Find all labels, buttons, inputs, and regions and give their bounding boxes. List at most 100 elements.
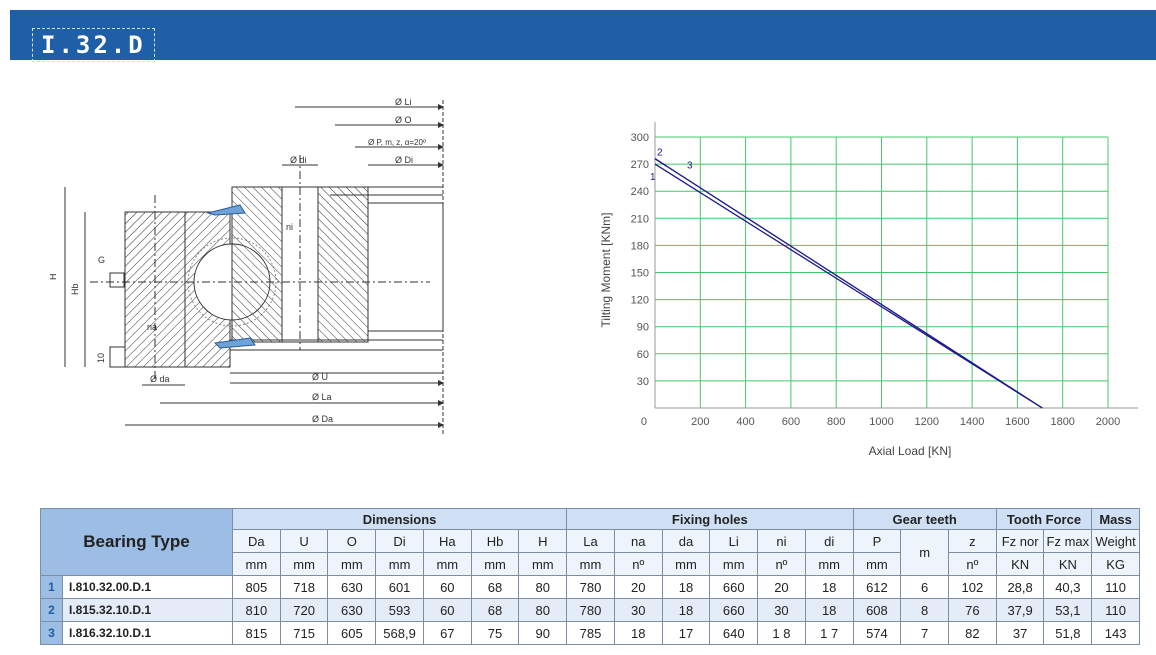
value-cell: 53,1 (1043, 598, 1093, 622)
value-cell: 785 (566, 621, 615, 645)
mass-header: Mass (1091, 508, 1140, 530)
row-number: 3 (40, 621, 63, 645)
value-cell: 68 (470, 575, 520, 599)
value-cell: 815 (232, 621, 281, 645)
column-unit-15: nº (948, 552, 997, 576)
label-di-outer: Ø Di (395, 155, 413, 165)
value-cell: 67 (422, 621, 472, 645)
column-unit-7: mm (566, 552, 615, 576)
column-unit-0: mm (232, 552, 281, 576)
label-ni: ni (286, 222, 293, 232)
value-cell: 18 (613, 621, 663, 645)
column-name-0: Da (232, 529, 281, 553)
column-unit-10: mm (709, 552, 759, 576)
value-cell: 574 (852, 621, 902, 645)
dimensions-header: Dimensions (231, 508, 568, 530)
x-tick-label: 1600 (1005, 416, 1029, 428)
value-cell: 80 (518, 598, 568, 622)
tooth-force-header: Tooth Force (995, 508, 1093, 530)
label-u: Ø U (312, 372, 328, 382)
column-unit-5: mm (470, 552, 520, 576)
column-name-10: Li (709, 529, 759, 553)
column-unit-2: mm (327, 552, 377, 576)
value-cell: 805 (232, 575, 281, 599)
value-cell: 630 (327, 575, 377, 599)
bearing-type-cell: I.810.32.00.D.1 (62, 575, 233, 599)
series-label-2: 2 (657, 148, 663, 159)
x-tick-label: 1400 (960, 416, 984, 428)
column-name-9: da (661, 529, 711, 553)
value-cell: 40,3 (1043, 575, 1093, 599)
value-cell: 143 (1091, 621, 1140, 645)
label-g: G (98, 255, 105, 265)
column-name-7: La (566, 529, 615, 553)
cross-section-drawing: Ø Li Ø O Ø P, m, z, α=20º Ø Di Ø di ni n… (50, 97, 444, 435)
column-name-18: Weight (1091, 529, 1140, 553)
value-cell: 37 (995, 621, 1045, 645)
value-cell: 593 (375, 598, 424, 622)
value-cell: 660 (709, 575, 759, 599)
y-tick-label: 30 (637, 376, 649, 388)
x-tick-label: 1800 (1050, 416, 1074, 428)
value-cell: 780 (566, 575, 615, 599)
column-name-11: ni (757, 529, 806, 553)
column-unit-18: KG (1091, 552, 1140, 576)
column-name-13: P (852, 529, 902, 553)
y-axis-label: Tilting Moment [KNm] (599, 213, 613, 328)
label-p: Ø P, m, z, α=20º (368, 138, 426, 147)
column-unit-6: mm (518, 552, 568, 576)
x-tick-label: 800 (827, 416, 845, 428)
column-unit-17: KN (1043, 552, 1093, 576)
value-cell: 60 (422, 598, 472, 622)
column-unit-3: mm (375, 552, 424, 576)
column-unit-4: mm (422, 552, 472, 576)
value-cell: 640 (709, 621, 759, 645)
y-tick-label: 90 (637, 322, 649, 334)
value-cell: 30 (613, 598, 663, 622)
value-cell: 608 (852, 598, 902, 622)
label-da: Ø Da (312, 414, 333, 424)
row-number: 2 (40, 598, 63, 622)
value-cell: 1 7 (804, 621, 854, 645)
series-line-3 (654, 158, 1043, 409)
value-cell: 20 (757, 575, 806, 599)
column-unit-1: mm (279, 552, 329, 576)
value-cell: 20 (613, 575, 663, 599)
y-tick-label: 120 (631, 295, 649, 307)
column-name-17: Fz max (1043, 529, 1093, 553)
label-la: Ø La (312, 392, 332, 402)
value-cell: 18 (804, 598, 854, 622)
x-tick-label: 400 (736, 416, 754, 428)
label-o: Ø O (395, 115, 412, 125)
value-cell: 7 (900, 621, 950, 645)
label-da-small: Ø da (150, 374, 170, 384)
series-line-1 (654, 163, 1043, 409)
x-tick-label: 2000 (1096, 416, 1120, 428)
value-cell: 37,9 (995, 598, 1045, 622)
value-cell: 28,8 (995, 575, 1045, 599)
x-tick-label: 600 (782, 416, 800, 428)
value-cell: 76 (948, 598, 997, 622)
value-cell: 18 (661, 598, 711, 622)
column-name-6: H (518, 529, 568, 553)
y-tick-label: 60 (637, 349, 649, 361)
value-cell: 75 (470, 621, 520, 645)
column-name-12: di (804, 529, 854, 553)
column-name-15: z (948, 529, 997, 553)
y-tick-label: 300 (631, 132, 649, 144)
series-label-1: 1 (650, 172, 656, 183)
x-axis-label: Axial Load [KN] (869, 444, 952, 458)
x-tick-label: 1000 (869, 416, 893, 428)
row-number: 1 (40, 575, 63, 599)
value-cell: 51,8 (1043, 621, 1093, 645)
bearing-type-cell: I.816.32.10.D.1 (62, 621, 233, 645)
y-tick-label: 240 (631, 186, 649, 198)
value-cell: 718 (279, 575, 329, 599)
value-cell: 90 (518, 621, 568, 645)
gear-teeth-header: Gear teeth (852, 508, 997, 530)
value-cell: 110 (1091, 598, 1140, 622)
value-cell: 110 (1091, 575, 1140, 599)
